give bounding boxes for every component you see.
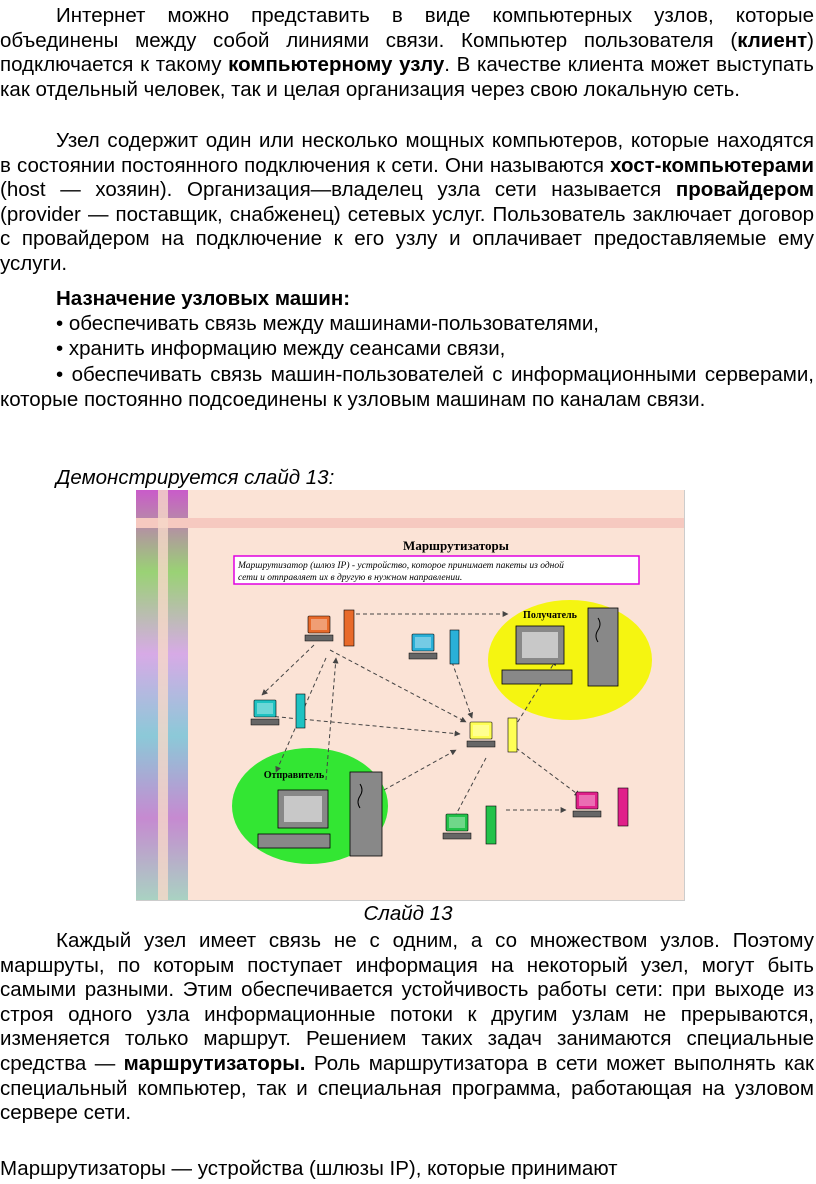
slide-13-image: Маршрутизаторы Маршрутизатор (шлюз IP) -… <box>136 490 685 901</box>
text: Узел содержит один или несколько мощных … <box>0 129 814 177</box>
decorative-band <box>136 518 684 528</box>
text: (host — хозяин). Организация—владелец уз… <box>0 178 676 202</box>
demo-text: Демонстрируется слайд 13: <box>56 466 335 489</box>
term-node: компьютерному узлу <box>228 53 445 77</box>
paragraph-3: Каждый узел имеет связь не с одним, а со… <box>0 929 814 1126</box>
text: . В качестве клиента может выступать как… <box>0 53 814 101</box>
computer-orange <box>304 609 355 647</box>
computer-teal-left <box>250 693 306 729</box>
term-client: клиент <box>737 28 808 52</box>
text: Каждый узел имеет связь не с одним, а со… <box>0 929 814 1075</box>
receiver-computer: Получатель <box>501 607 619 687</box>
text: Роль маршрутизатора в сети может выполня… <box>0 1051 815 1125</box>
slide-graphic: Маршрутизаторы Маршрутизатор (шлюз IP) -… <box>136 490 684 900</box>
text: Интернет можно представить в виде компью… <box>0 4 814 52</box>
definition-line-1: Маршрутизатор (шлюз IP) - устройство, ко… <box>237 560 564 571</box>
last-line-text: Маршрутизаторы — устройства (шлюзы IP), … <box>0 1157 618 1180</box>
text: ) подключается к такому <box>0 28 814 77</box>
bullet-item-3: • обеспечивать связь машин-пользователей… <box>0 363 814 412</box>
computer-blue-top <box>408 629 460 665</box>
bullet-item-1: • обеспечивать связь между машинами-поль… <box>56 312 599 335</box>
term-host: хост-компьютерами <box>610 153 814 177</box>
paragraph-2: Узел содержит один или несколько мощных … <box>0 129 814 277</box>
computer-magenta <box>572 787 629 827</box>
definition-box <box>233 555 640 585</box>
slide-caption: Слайд 13 <box>363 902 453 925</box>
definition-line-2: сети и отправляет их в другую в нужном н… <box>238 572 462 583</box>
slide-title: Маршрутизаторы <box>403 538 509 553</box>
text: (provider — поставщик, снабженец) сетевы… <box>0 202 814 275</box>
demo-line: Демонстрируется слайд 13: <box>0 466 814 491</box>
last-line: Маршрутизаторы — устройства (шлюзы IP), … <box>0 1157 814 1182</box>
heading-text: Назначение узловых машин: <box>56 287 351 310</box>
sender-computer: Отправитель <box>257 770 383 857</box>
sender-label: Отправитель <box>264 770 325 781</box>
receiver-label: Получатель <box>523 610 578 621</box>
computer-green-bottom <box>442 805 497 845</box>
bullet-text: • обеспечивать связь машин-пользователей… <box>0 363 814 411</box>
purpose-heading: Назначение узловых машин: <box>0 287 814 312</box>
computer-yellow-router <box>466 717 518 753</box>
term-provider: провайдером <box>675 178 814 202</box>
paragraph-1: Интернет можно представить в виде компью… <box>0 4 814 102</box>
bullet-item-2: • хранить информацию между сеансами связ… <box>56 337 506 360</box>
term-routers: маршрутизаторы. <box>123 1051 306 1075</box>
